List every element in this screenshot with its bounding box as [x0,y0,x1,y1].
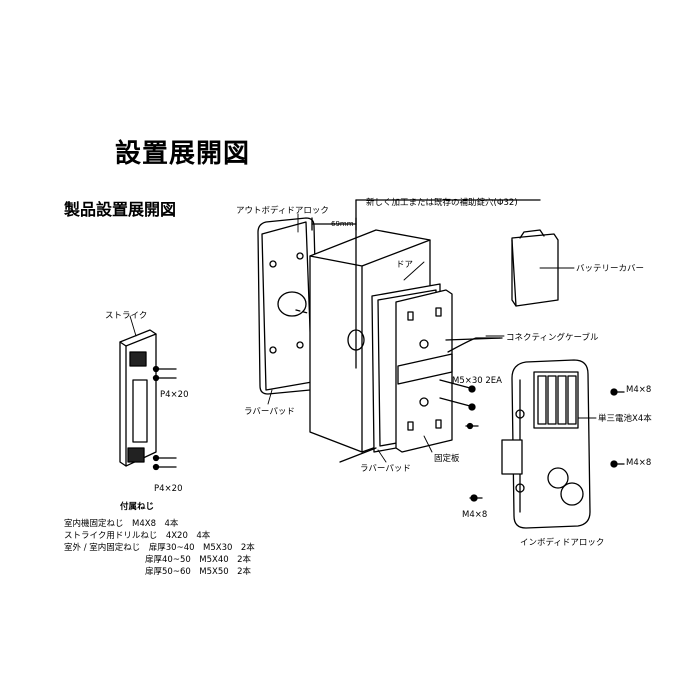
strike-plate [119,329,157,467]
label-strike: ストライク [105,311,148,321]
label-battery-cover: バッテリーカバー [576,264,645,274]
label-inner-body-lock: インボディドアロック [520,538,605,548]
m5x30-screws [439,379,476,411]
accessory-row-2: ストライク用ドリルねじ 4X20 4本 [64,531,211,541]
accessory-row-3: 室外 / 室内固定ねじ 扉厚30~40 M5X30 2本 [64,543,255,553]
label-battery: 単三電池X4本 [598,414,652,424]
label-m4x8-top: M4×8 [626,385,652,395]
leader-lines [129,213,597,463]
accessories-heading: 付属ねじ [120,502,155,512]
battery-cover-shape [511,229,559,307]
inner-body-lock [501,359,591,529]
label-m4x8-right: M4×8 [626,458,652,468]
label-m5x30: M5×30 2EA [452,376,502,386]
label-connecting-cable: コネクティングケーブル [506,333,599,343]
fixing-plate [395,289,453,453]
label-p4x20-bottom: P4×20 [154,484,183,494]
accessory-row-5: 扉厚50~60 M5X50 2本 [145,567,252,577]
page-subtitle: 製品設置展開図 [64,200,177,219]
label-rubber-pad-bottom: ラバーパッド [360,464,411,474]
label-door: ドア [396,260,414,270]
label-m4x8-bottom: M4×8 [462,510,488,520]
label-p4x20-top: P4×20 [160,390,189,400]
m4x8-screws [469,388,625,502]
strike-screws [152,365,177,471]
accessory-row-4: 扉厚40~50 M5X40 2本 [145,555,252,565]
accessory-row-1: 室内機固定ねじ M4X8 4本 [64,519,179,529]
label-fixing-plate: 固定板 [434,454,460,464]
label-hole-note: 新しく加工または既存の補助錠穴(Φ32) [366,198,518,208]
connecting-cable [447,337,501,353]
small-screw-left [465,422,479,430]
label-outer-body-lock: アウトボディドアロック [236,206,329,216]
label-dim-69: 69mm [331,220,354,228]
label-rubber-pad-left: ラバーパッド [244,407,295,417]
page-title: 設置展開図 [115,139,251,169]
